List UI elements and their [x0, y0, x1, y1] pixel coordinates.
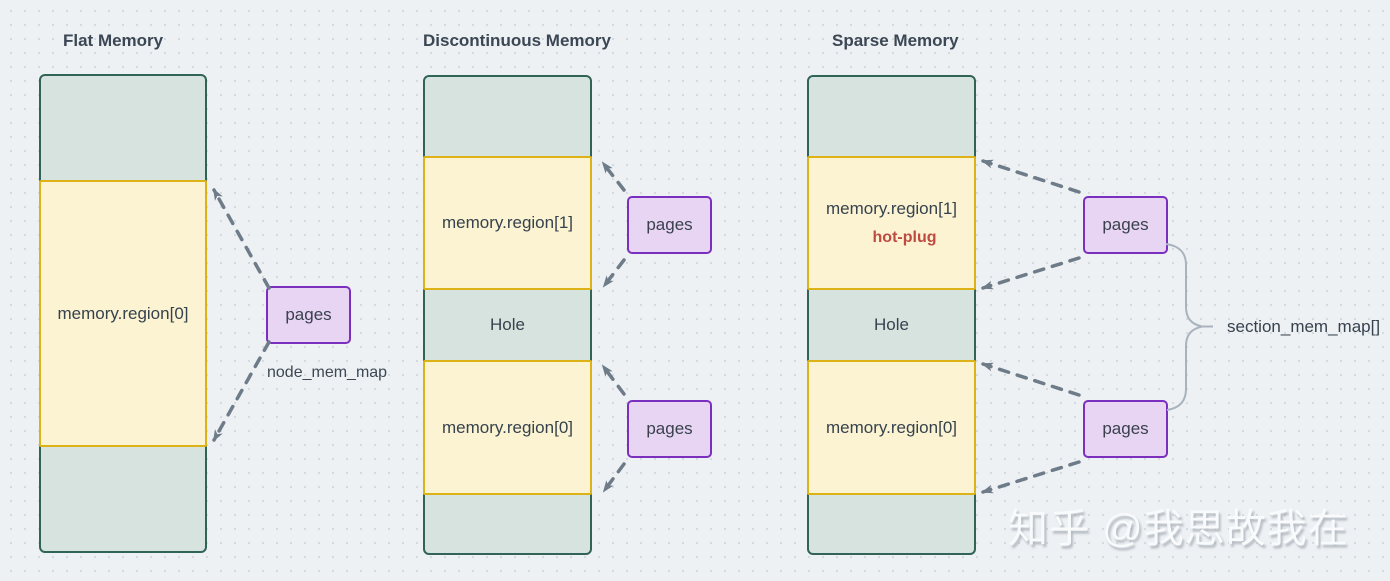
segment-label: memory.region[1]	[441, 213, 573, 232]
segment-label: memory.region[1]	[825, 199, 957, 218]
hole-segment: Hole	[807, 288, 976, 362]
pages-label: pages	[646, 419, 693, 438]
memory-region-segment: memory.region[0]	[39, 180, 207, 447]
pages-box: pages	[627, 400, 712, 458]
curly-brace	[1165, 243, 1213, 411]
dashed-arrow	[981, 159, 1081, 194]
reserved-segment	[39, 445, 207, 553]
reserved-segment	[39, 74, 207, 182]
pages-label: pages	[285, 305, 332, 324]
diagram-title-flat-memory: Flat Memory	[63, 31, 164, 50]
reserved-segment	[807, 75, 976, 158]
reserved-segment	[807, 493, 976, 555]
segment-label: memory.region[0]	[825, 417, 957, 437]
dashed-arrow	[212, 340, 271, 442]
hot-plug-label: hot-plug	[872, 229, 937, 246]
dashed-arrow	[212, 188, 271, 290]
segment-label: Hole	[490, 315, 525, 334]
diagram-title-discontinuous-memory: Discontinuous Memory	[423, 31, 611, 50]
memory-column-flat: memory.region[0]	[39, 74, 207, 553]
pages-box: pages	[1083, 400, 1168, 458]
dashed-arrow	[981, 256, 1081, 290]
pages-box: pages	[266, 286, 351, 344]
dashed-arrow	[602, 462, 626, 493]
memory-region-hotplug-segment: memory.region[1] hot-plug	[807, 156, 976, 290]
segment-label: Hole	[874, 315, 909, 334]
hole-segment: Hole	[423, 288, 592, 362]
zhihu-watermark: 知乎 @我思故我在	[1008, 507, 1349, 551]
memory-region-segment: memory.region[0]	[423, 360, 592, 495]
pages-box: pages	[627, 196, 712, 254]
dashed-arrow	[601, 161, 626, 192]
dashed-arrow	[981, 460, 1081, 494]
pages-label: pages	[646, 215, 693, 234]
dashed-arrow	[601, 364, 626, 396]
memory-column-discontinuous: memory.region[1] Hole memory.region[0]	[423, 75, 592, 555]
dashed-arrow	[981, 362, 1081, 397]
segment-label: memory.region[0]	[441, 417, 573, 437]
memory-region-segment: memory.region[1]	[423, 156, 592, 290]
dashed-arrow	[602, 258, 626, 288]
segment-label: memory.region[0]	[57, 303, 189, 323]
memory-column-sparse: memory.region[1] hot-plug Hole memory.re…	[807, 75, 976, 555]
diagram-title-sparse-memory: Sparse Memory	[832, 31, 959, 50]
annotation-node-mem-map: node_mem_map	[267, 364, 388, 381]
pages-box: pages	[1083, 196, 1168, 254]
pages-label: pages	[1102, 215, 1149, 234]
reserved-segment	[423, 493, 592, 555]
annotation-section-mem-map: section_mem_map[]	[1227, 317, 1381, 336]
reserved-segment	[423, 75, 592, 158]
memory-region-segment: memory.region[0]	[807, 360, 976, 495]
pages-label: pages	[1102, 419, 1149, 438]
